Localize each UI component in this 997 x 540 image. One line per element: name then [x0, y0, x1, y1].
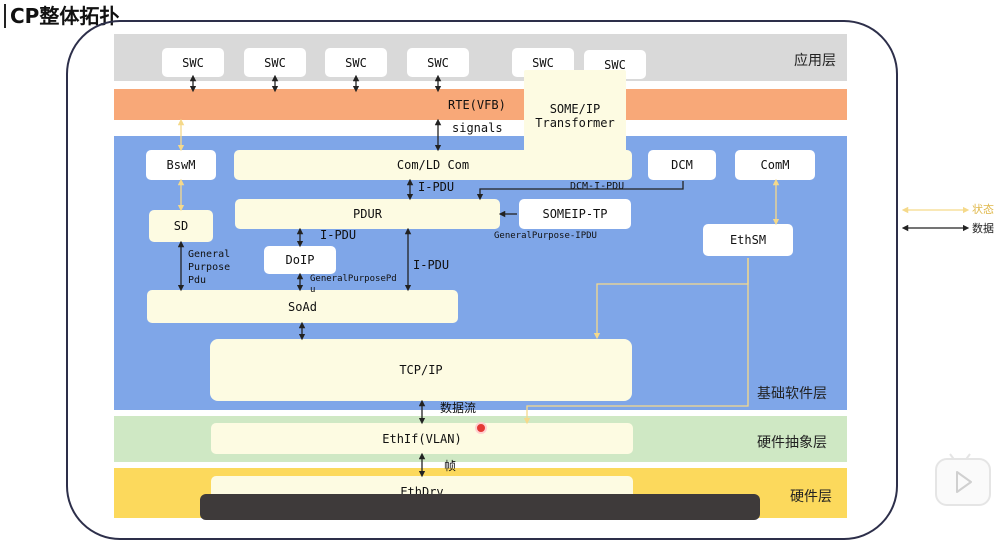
application-layer-band	[114, 34, 847, 81]
layer-name-app: 应用层	[794, 53, 836, 69]
comm-box: ComM	[735, 150, 815, 180]
ethsm-tcpip-status-line	[593, 258, 749, 340]
swc-box-1: SWC	[162, 48, 224, 77]
general-purpose-ipdu-label: GeneralPurpose-IPDU	[494, 231, 597, 241]
ipdu-label-pdur-soad: I-PDU	[413, 258, 450, 272]
sd-box: SD	[149, 210, 213, 242]
dcm-box: DCM	[648, 150, 716, 180]
legend-data-label: 数据	[972, 222, 994, 235]
swc-box-3: SWC	[325, 48, 387, 77]
com-ldcom-box: Com/LD Com	[234, 150, 632, 180]
soad-box: SoAd	[147, 290, 458, 323]
layer-name-hw: 硬件层	[790, 489, 832, 505]
ipdu-label-pdur-doip: I-PDU	[320, 228, 357, 242]
connection-arrows	[177, 74, 970, 478]
legend-state-label: 状态	[972, 203, 994, 216]
bswm-box: BswM	[146, 150, 216, 180]
layer-name-hw-abs: 硬件抽象层	[757, 435, 827, 451]
swc-box-2: SWC	[244, 48, 306, 77]
rte-label: RTE(VFB)	[448, 98, 506, 112]
ipdu-label-com-pdur: I-PDU	[418, 180, 455, 194]
someip-transformer-box: SOME/IP Transformer	[524, 70, 626, 161]
play-button[interactable]	[935, 458, 991, 506]
data-flow-label: 数据流	[440, 401, 477, 415]
gp-pdu-line1: General	[188, 249, 231, 260]
gp-pdu-doip-line2: u	[310, 285, 316, 295]
ethsm-ethif-status-line	[523, 258, 749, 425]
someip-tp-box: SOMEIP-TP	[519, 199, 631, 229]
dcm-ipdu-label: DCM-I-PDU	[570, 181, 625, 192]
tcpip-box: TCP/IP	[210, 339, 632, 401]
swc-box-4: SWC	[407, 48, 469, 77]
ethif-box: EthIf(VLAN)	[211, 423, 633, 454]
frame-label: 帧	[444, 459, 457, 473]
general-purpose-pdu-doip-label: GeneralPurposePd u	[310, 274, 397, 296]
signals-label: signals	[452, 121, 503, 135]
pdur-box: PDUR	[235, 199, 500, 229]
layer-name-bsw: 基础软件层	[757, 386, 827, 402]
play-icon	[956, 471, 972, 493]
gp-pdu-doip-line1: GeneralPurposePd	[310, 274, 397, 284]
ethsm-box: EthSM	[703, 224, 793, 256]
doip-box: DoIP	[264, 246, 336, 274]
someip-transformer-line2: Transformer	[535, 115, 615, 130]
general-purpose-pdu-label: General Purpose Pdu	[188, 248, 230, 287]
video-subtitle-bar	[200, 494, 760, 520]
gp-pdu-line3: Pdu	[188, 275, 207, 286]
rte-band	[114, 89, 847, 120]
someip-transformer-line1: SOME/IP	[549, 101, 601, 116]
gp-pdu-line2: Purpose	[188, 262, 231, 273]
cursor-dot-icon	[475, 422, 487, 434]
dcm-pdur-arrow	[476, 181, 684, 201]
